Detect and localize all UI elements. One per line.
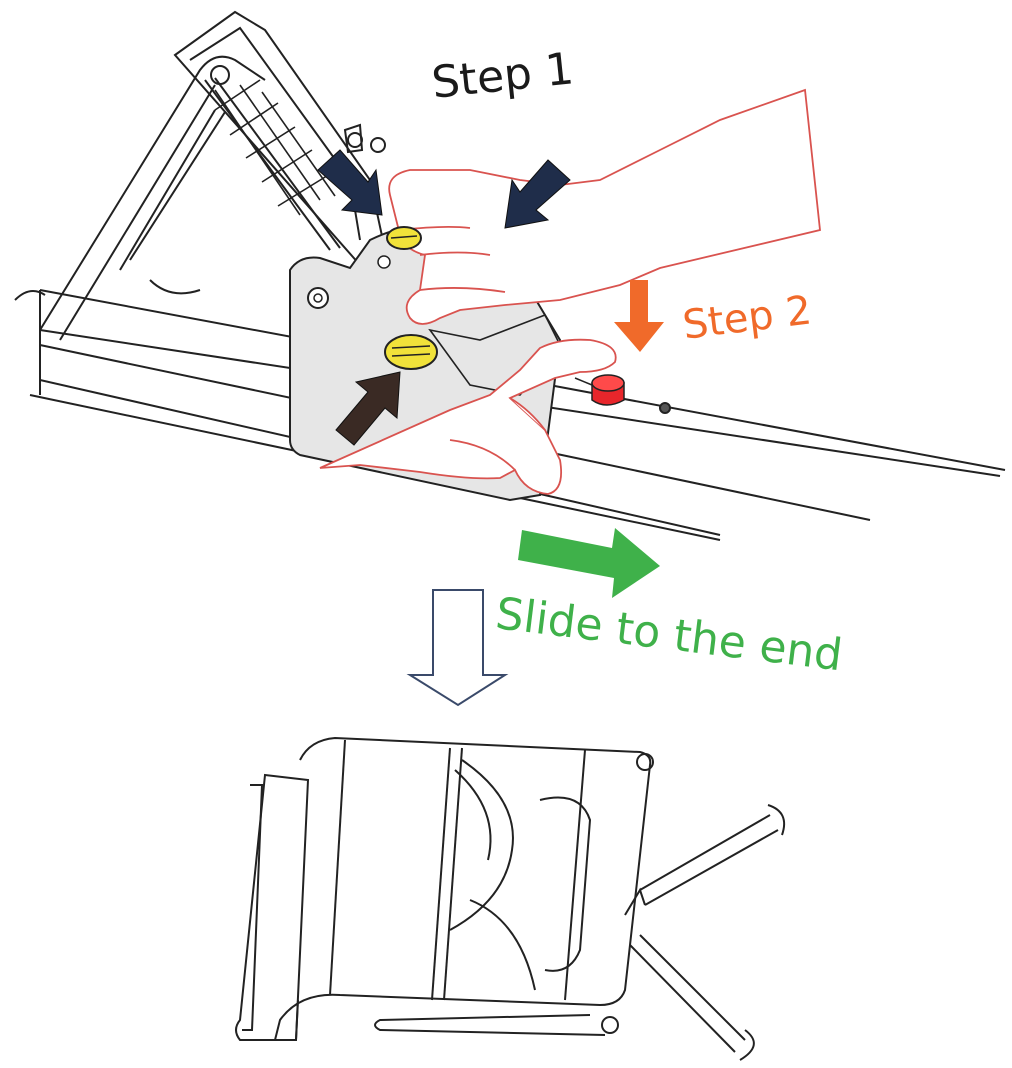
folding-frame: [39, 10, 387, 341]
folded-machine: [235, 736, 786, 1061]
slide-arrow-icon: [518, 528, 660, 598]
step1-arrow-right-icon: [504, 159, 571, 229]
hand-bottom: [319, 338, 617, 495]
result-down-arrow-icon: [406, 589, 509, 707]
step2-down-arrow-icon: [614, 280, 664, 352]
side-knob-icon: [384, 334, 438, 370]
hand-top: [388, 88, 821, 325]
top-knob-icon: [377, 226, 422, 269]
press-arrow-icon: [335, 371, 401, 446]
release-pin-icon: [574, 374, 625, 406]
step1-arrow-left-icon: [317, 149, 383, 216]
